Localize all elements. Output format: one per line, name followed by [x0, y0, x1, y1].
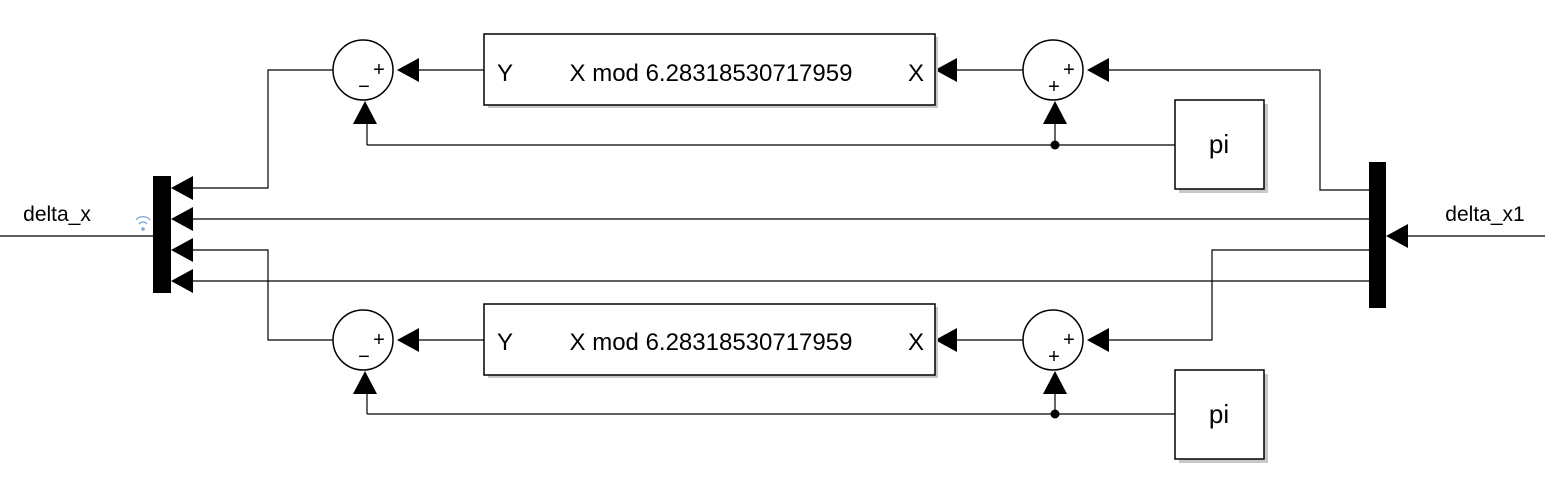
- bottom-add-pi-arrow: [1043, 371, 1067, 394]
- top-sub-output-wire[interactable]: [193, 69, 333, 189]
- bottom-add-sign-bottom: +: [1048, 346, 1060, 368]
- mux-block[interactable]: [153, 176, 171, 293]
- top-add-pi-arrow: [1043, 101, 1067, 124]
- bottom-mod-block[interactable]: [483, 303, 936, 376]
- top-add-sign-bottom: +: [1048, 76, 1060, 98]
- bottom-mod-expression: X mod 6.28318530717959: [570, 329, 853, 356]
- bottom-add-input-arrow: [1087, 328, 1109, 352]
- bottom-mod-right-port: X: [908, 329, 924, 356]
- bottom-mod-left-port: Y: [497, 329, 513, 356]
- bottom-sub-pi-arrow: [353, 371, 377, 394]
- top-wrap-input-wire[interactable]: [1109, 69, 1369, 191]
- output-port-label: delta_x: [23, 203, 91, 226]
- bottom-sub-output-wire[interactable]: [193, 249, 333, 341]
- top-add-sign-top: +: [1063, 59, 1075, 81]
- top-sub-pi-arrow: [353, 101, 377, 124]
- bottom-add-sign-top: +: [1063, 329, 1075, 351]
- bottom-pi-constant-block[interactable]: [1174, 369, 1265, 460]
- top-sub-input-arrow: [397, 58, 419, 82]
- top-sub-sign-bottom: −: [358, 76, 370, 98]
- top-mod-expression: X mod 6.28318530717959: [570, 60, 853, 87]
- bottom-wrap-input-wire[interactable]: [1109, 249, 1369, 341]
- top-mod-block[interactable]: [483, 33, 936, 106]
- signal-broadcast-icon: [135, 216, 151, 231]
- top-pi-label: pi: [1209, 129, 1229, 159]
- bottom-pi-label: pi: [1209, 399, 1229, 429]
- top-pi-constant-block[interactable]: [1174, 99, 1265, 190]
- top-mod-input-arrow: [935, 58, 957, 82]
- top-sub-sign-top: +: [373, 59, 385, 81]
- bottom-mod-input-arrow: [935, 328, 957, 352]
- demux-block[interactable]: [1369, 162, 1386, 308]
- top-mod-right-port: X: [908, 60, 924, 87]
- bottom-sub-sign-top: +: [373, 329, 385, 351]
- mux-input-arrow-1: [171, 176, 193, 200]
- bottom-sub-sign-bottom: −: [358, 346, 370, 368]
- mux-input-arrow-2: [171, 207, 193, 231]
- top-mod-left-port: Y: [497, 60, 513, 87]
- mux-input-arrow-4: [171, 269, 193, 293]
- demux-input-arrow: [1386, 224, 1408, 248]
- input-port-label: delta_x1: [1445, 203, 1524, 226]
- bottom-sub-input-arrow: [397, 328, 419, 352]
- mux-input-arrow-3: [171, 238, 193, 262]
- top-add-input-arrow: [1087, 58, 1109, 82]
